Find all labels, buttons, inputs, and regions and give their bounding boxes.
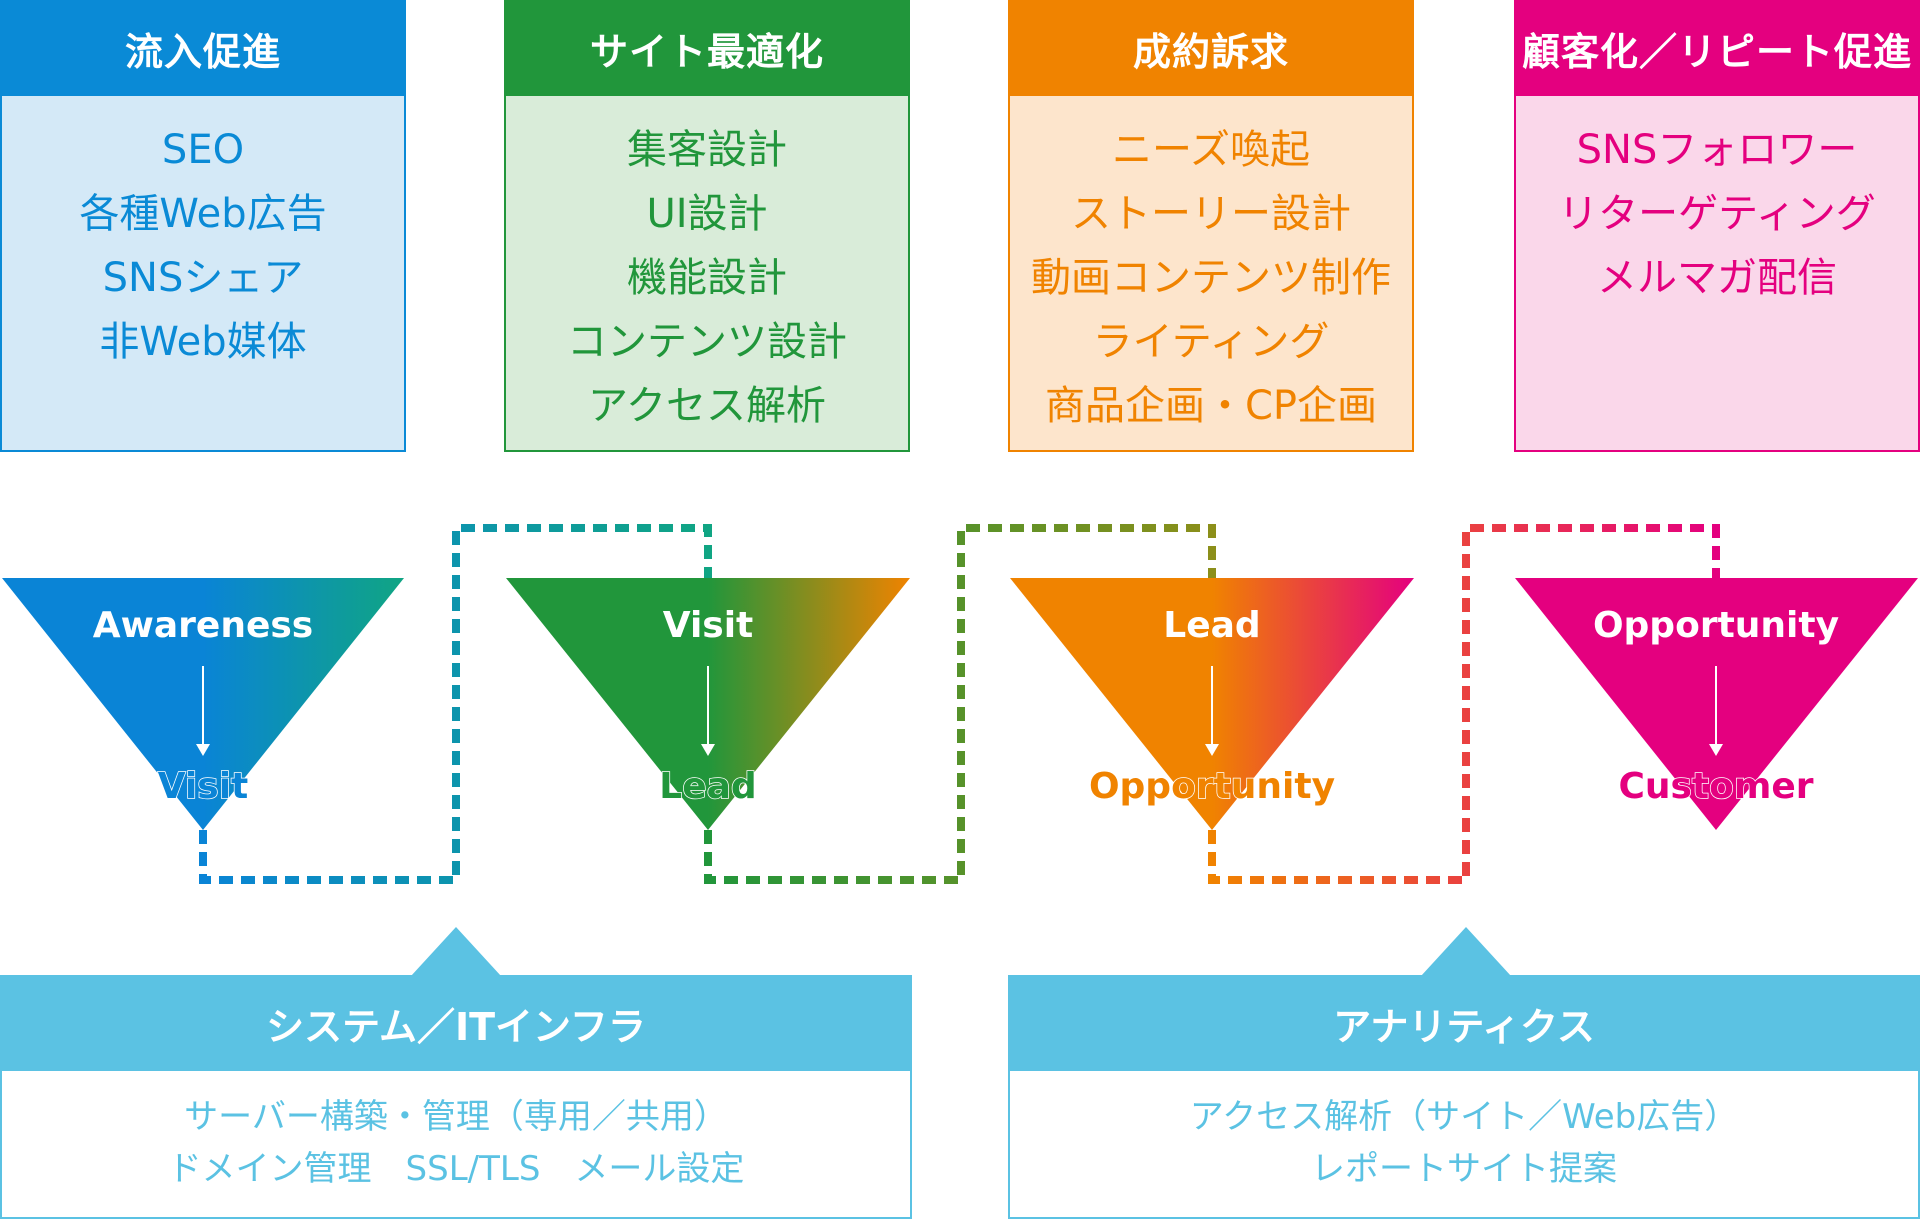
column-title: 成約訴求 bbox=[1008, 0, 1414, 96]
bottom-box-line: アクセス解析（サイト／Web広告） bbox=[1189, 1097, 1739, 1137]
column-site-optimization: サイト最適化 集客設計 UI設計 機能設計 コンテンツ設計 アクセス解析 bbox=[504, 0, 910, 452]
arrowhead-icon bbox=[1709, 744, 1723, 756]
bottom-box-body: サーバー構築・管理（専用／共用） ドメイン管理 SSL/TLS メール設定 bbox=[0, 1071, 912, 1219]
column-body: SEO 各種Web広告 SNSシェア 非Web媒体 bbox=[0, 96, 406, 452]
funnel-top-label: Awareness bbox=[93, 605, 313, 646]
arrowhead-icon bbox=[196, 744, 210, 756]
column-item: 機能設計 bbox=[627, 255, 787, 301]
bottom-box-body: アクセス解析（サイト／Web広告） レポートサイト提案 bbox=[1008, 1071, 1920, 1219]
funnel-top-label: Lead bbox=[1163, 605, 1260, 646]
column-body: SNSフォロワー リターゲティング メルマガ配信 bbox=[1514, 96, 1920, 452]
funnel-top-label: Visit bbox=[663, 605, 754, 646]
column-item: ニーズ喚起 bbox=[1112, 127, 1310, 173]
column-item: リターゲティング bbox=[1558, 191, 1876, 237]
column-item: UI設計 bbox=[646, 191, 768, 237]
pointer-up-icon bbox=[1421, 927, 1511, 976]
column-title: 流入促進 bbox=[0, 0, 406, 96]
column-retention: 顧客化／リピート促進 SNSフォロワー リターゲティング メルマガ配信 bbox=[1514, 0, 1920, 452]
bottom-box-title: システム／ITインフラ bbox=[0, 975, 912, 1071]
column-item: 商品企画・CP企画 bbox=[1044, 383, 1378, 429]
column-body: ニーズ喚起 ストーリー設計 動画コンテンツ制作 ライティング 商品企画・CP企画 bbox=[1008, 96, 1414, 452]
funnel-opportunity: Opportunity Customer bbox=[1515, 578, 1918, 830]
column-item: 各種Web広告 bbox=[79, 191, 327, 237]
funnel-bottom-label: Lead bbox=[659, 766, 756, 807]
column-title: サイト最適化 bbox=[504, 0, 910, 96]
column-item: コンテンツ設計 bbox=[567, 319, 847, 365]
column-item: ストーリー設計 bbox=[1071, 191, 1351, 237]
pointer-up-icon bbox=[411, 927, 501, 976]
funnel-lead: Lead Opportunity bbox=[1010, 578, 1414, 830]
column-item: SNSフォロワー bbox=[1576, 127, 1858, 173]
bottom-box-title: アナリティクス bbox=[1008, 975, 1920, 1071]
column-item: SEO bbox=[161, 127, 245, 173]
funnel-top-label: Opportunity bbox=[1593, 605, 1839, 646]
column-item: ライティング bbox=[1092, 319, 1330, 365]
bottom-box-line: レポートサイト提案 bbox=[1311, 1149, 1617, 1189]
funnel-bottom-label: Opportunity bbox=[1089, 766, 1335, 807]
bottom-box-line: サーバー構築・管理（専用／共用） bbox=[184, 1097, 728, 1137]
connector-dashed-2 bbox=[704, 524, 1216, 884]
column-conversion: 成約訴求 ニーズ喚起 ストーリー設計 動画コンテンツ制作 ライティング 商品企画… bbox=[1008, 0, 1414, 452]
arrowhead-icon bbox=[1205, 744, 1219, 756]
column-body: 集客設計 UI設計 機能設計 コンテンツ設計 アクセス解析 bbox=[504, 96, 910, 452]
bottom-box-line: ドメイン管理 SSL/TLS メール設定 bbox=[167, 1149, 745, 1189]
funnel-bottom-label: Visit bbox=[158, 766, 249, 807]
funnel-visit: Visit Lead bbox=[506, 578, 910, 830]
system-infra-box: システム／ITインフラ サーバー構築・管理（専用／共用） ドメイン管理 SSL/… bbox=[0, 975, 912, 1219]
connector-dashed-3 bbox=[1208, 524, 1720, 884]
column-item: 集客設計 bbox=[627, 127, 787, 173]
arrowhead-icon bbox=[701, 744, 715, 756]
column-item: メルマガ配信 bbox=[1597, 255, 1837, 301]
column-item: アクセス解析 bbox=[588, 383, 826, 429]
column-item: 動画コンテンツ制作 bbox=[1031, 255, 1391, 301]
column-item: 非Web媒体 bbox=[99, 319, 307, 365]
column-item: SNSシェア bbox=[102, 255, 304, 301]
column-title: 顧客化／リピート促進 bbox=[1514, 0, 1920, 96]
analytics-box: アナリティクス アクセス解析（サイト／Web広告） レポートサイト提案 bbox=[1008, 975, 1920, 1219]
connector-dashed-1 bbox=[199, 524, 712, 884]
funnel-bottom-label: Customer bbox=[1618, 766, 1813, 807]
funnel-awareness: Awareness Visit bbox=[2, 578, 404, 830]
column-inflow: 流入促進 SEO 各種Web広告 SNSシェア 非Web媒体 bbox=[0, 0, 406, 452]
